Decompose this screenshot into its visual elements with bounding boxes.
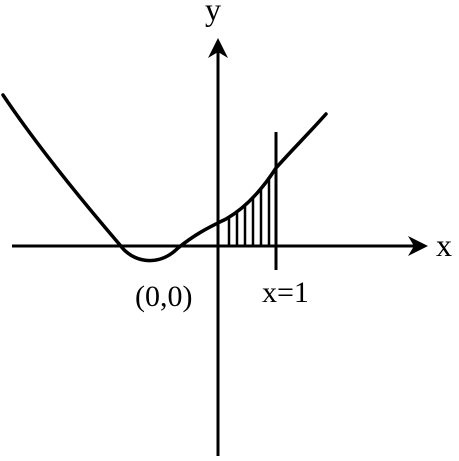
y-axis-label: y: [205, 0, 221, 27]
x-equals-1-label: x=1: [262, 276, 309, 309]
curve: [1, 93, 328, 263]
y-axis-arrowhead: [208, 38, 228, 58]
x-axis-arrowhead: [408, 236, 428, 256]
origin-point-label: (0,0): [135, 280, 192, 313]
x-axis-label: x: [436, 227, 452, 263]
